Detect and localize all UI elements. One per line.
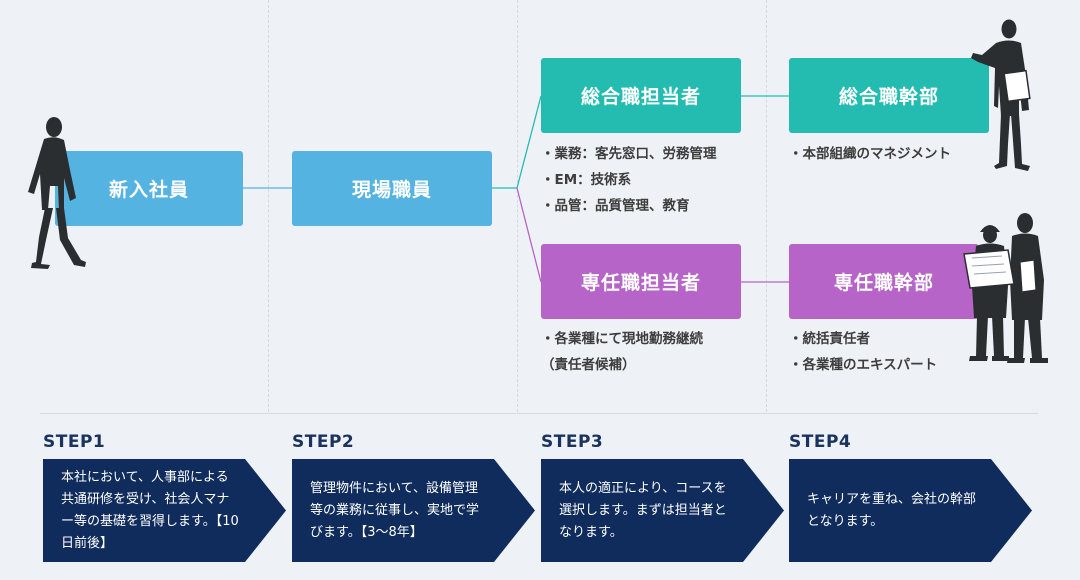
walking-businessman-icon bbox=[28, 117, 86, 269]
desc-line: ・各業種にて現地勤務継続 bbox=[541, 331, 703, 347]
step3-label: STEP3 bbox=[541, 432, 604, 452]
step4-description: キャリアを重ね、会社の幹部となります。 bbox=[807, 491, 977, 529]
desc-general-exec: ・本部組織のマネジメント bbox=[789, 141, 951, 167]
step2-description: 管理物件において、設備管理等の業務に従事し、実地で学びます。【3～8年】 bbox=[310, 480, 480, 540]
desc-general-staff: ・業務：客先窓口、労務管理 ・EM：技術系 ・品管：品質管理、教育 bbox=[541, 141, 717, 219]
step2-arrow-shape bbox=[292, 459, 535, 562]
node-label: 総合職担当者 bbox=[580, 86, 701, 108]
desc-line: （責任者候補） bbox=[541, 357, 636, 373]
step3-description: 本人の適正により、コースを選択します。まずは担当者となります。 bbox=[559, 480, 727, 540]
node-label: 新入社員 bbox=[108, 179, 189, 201]
desc-line: ・業務：客先窓口、労務管理 bbox=[541, 146, 717, 162]
step1-label: STEP1 bbox=[43, 432, 106, 452]
node-field-staff: 現場職員 bbox=[292, 151, 492, 226]
step1-text: 本社において、人事部による共通研修を受け、社会人マナー等の基礎を習得します。【1… bbox=[61, 459, 239, 562]
step4-arrow-shape bbox=[789, 459, 1032, 562]
step2-label: STEP2 bbox=[292, 432, 355, 452]
node-general-exec: 総合職幹部 bbox=[789, 58, 989, 133]
step1-description: 本社において、人事部による共通研修を受け、社会人マナー等の基礎を習得します。【1… bbox=[61, 469, 239, 551]
step4-text: キャリアを重ね、会社の幹部となります。 bbox=[807, 459, 985, 562]
node-new-employee: 新入社員 bbox=[55, 151, 243, 226]
node-label: 現場職員 bbox=[351, 179, 432, 201]
column-divider-3 bbox=[766, 0, 767, 412]
two-workers-with-blueprint-icon bbox=[963, 213, 1048, 363]
node-special-exec: 専任職幹部 bbox=[789, 244, 979, 319]
step3-text: 本人の適正により、コースを選択します。まずは担当者となります。 bbox=[559, 459, 737, 562]
businessman-presenting-icon bbox=[971, 19, 1031, 171]
step4-label: STEP4 bbox=[789, 432, 852, 452]
step3-arrow-shape bbox=[541, 459, 784, 562]
node-label: 専任職幹部 bbox=[833, 272, 934, 294]
desc-special-exec: ・統括責任者 ・各業種のエキスパート bbox=[789, 326, 937, 378]
desc-line: ・本部組織のマネジメント bbox=[789, 146, 951, 162]
step2-text: 管理物件において、設備管理等の業務に従事し、実地で学びます。【3～8年】 bbox=[310, 459, 488, 562]
desc-line: ・統括責任者 bbox=[789, 331, 870, 347]
desc-special-staff: ・各業種にて現地勤務継続 （責任者候補） bbox=[541, 326, 703, 378]
node-label: 専任職担当者 bbox=[580, 272, 701, 294]
desc-line: ・品管：品質管理、教育 bbox=[541, 198, 690, 214]
desc-line: ・各業種のエキスパート bbox=[789, 357, 938, 373]
column-divider-2 bbox=[517, 0, 518, 412]
column-divider-1 bbox=[268, 0, 269, 412]
node-general-staff: 総合職担当者 bbox=[541, 58, 741, 133]
section-divider bbox=[40, 413, 1038, 414]
desc-line: ・EM：技術系 bbox=[541, 172, 632, 188]
node-special-staff: 専任職担当者 bbox=[541, 244, 741, 319]
node-label: 総合職幹部 bbox=[838, 86, 939, 108]
step1-arrow-shape bbox=[43, 459, 286, 562]
